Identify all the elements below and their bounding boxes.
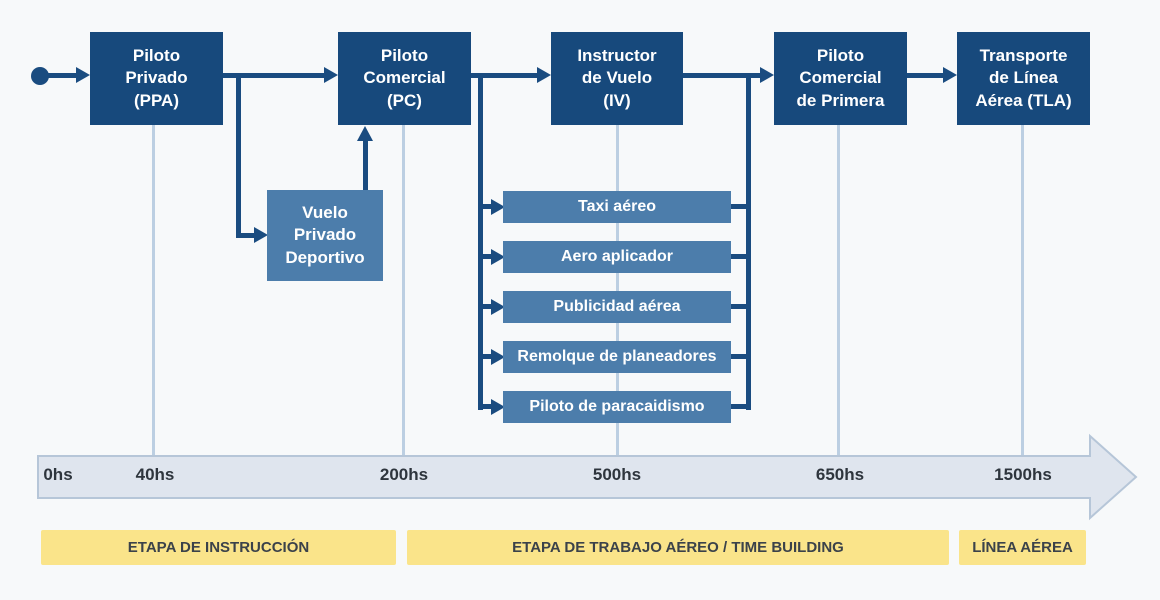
branch-box-vuelo-privado-deportivo: Vuelo Privado Deportivo (267, 190, 383, 281)
arrowhead-icon (491, 199, 505, 215)
arrowhead-up-icon (357, 126, 373, 141)
jobs-out-connector (746, 73, 751, 410)
timeline-hour-label: 650hs (815, 465, 865, 484)
branch-connector (236, 233, 256, 238)
aerial-job-publicidad-aerea: Publicidad aérea (503, 291, 731, 323)
timeline-guide-line (837, 125, 840, 456)
timeline-guide-line (152, 125, 155, 456)
timeline-guide-line (402, 125, 405, 456)
start-dot-icon (31, 67, 49, 85)
flow-connector (223, 73, 326, 78)
flow-connector (907, 73, 945, 78)
branch-connector (236, 73, 241, 238)
aerial-job-piloto-paracaidismo: Piloto de paracaidismo (503, 391, 731, 423)
phase-band-trabajo-aereo: ETAPA DE TRABAJO AÉREO / TIME BUILDING (407, 530, 949, 565)
timeline-hour-label: 1500hs (994, 465, 1052, 484)
jobs-out-connector (731, 404, 749, 409)
stage-box-piloto-comercial: Piloto Comercial (PC) (338, 32, 471, 125)
jobs-out-connector (731, 304, 749, 309)
aerial-job-aero-aplicador: Aero aplicador (503, 241, 731, 273)
jobs-in-connector (481, 254, 493, 259)
jobs-out-connector (731, 354, 749, 359)
jobs-out-connector (731, 204, 749, 209)
arrowhead-icon (491, 249, 505, 265)
timeline-hour-label: 0hs (43, 465, 73, 484)
branch-connector (363, 141, 368, 190)
flow-connector (48, 73, 78, 78)
arrowhead-icon (537, 67, 551, 83)
arrowhead-icon (324, 67, 338, 83)
flow-connector (683, 73, 762, 78)
flow-connector (471, 73, 539, 78)
jobs-in-connector (481, 204, 493, 209)
jobs-in-connector (478, 73, 483, 410)
arrowhead-icon (491, 299, 505, 315)
jobs-in-connector (481, 304, 493, 309)
stage-box-comercial-de-primera: Piloto Comercial de Primera (774, 32, 907, 125)
aerial-job-remolque-planeadores: Remolque de planeadores (503, 341, 731, 373)
jobs-in-connector (481, 354, 493, 359)
jobs-in-connector (481, 404, 493, 409)
timeline-hour-label: 200hs (379, 465, 429, 484)
stage-box-transporte-linea-aerea: Transporte de Línea Aérea (TLA) (957, 32, 1090, 125)
arrowhead-icon (254, 227, 268, 243)
arrowhead-icon (491, 399, 505, 415)
arrowhead-icon (76, 67, 90, 83)
stage-box-instructor-de-vuelo: Instructor de Vuelo (IV) (551, 32, 683, 125)
arrowhead-icon (491, 349, 505, 365)
phase-band-linea-aerea: LÍNEA AÉREA (959, 530, 1086, 565)
arrowhead-icon (943, 67, 957, 83)
timeline-hour-label: 40hs (135, 465, 175, 484)
phase-band-instruccion: ETAPA DE INSTRUCCIÓN (41, 530, 396, 565)
aerial-job-taxi-aereo: Taxi aéreo (503, 191, 731, 223)
jobs-out-connector (731, 254, 749, 259)
timeline-guide-line (1021, 125, 1024, 456)
timeline-hour-label: 500hs (592, 465, 642, 484)
arrowhead-icon (760, 67, 774, 83)
timeline-guide-line (616, 125, 619, 456)
stage-box-piloto-privado: Piloto Privado (PPA) (90, 32, 223, 125)
